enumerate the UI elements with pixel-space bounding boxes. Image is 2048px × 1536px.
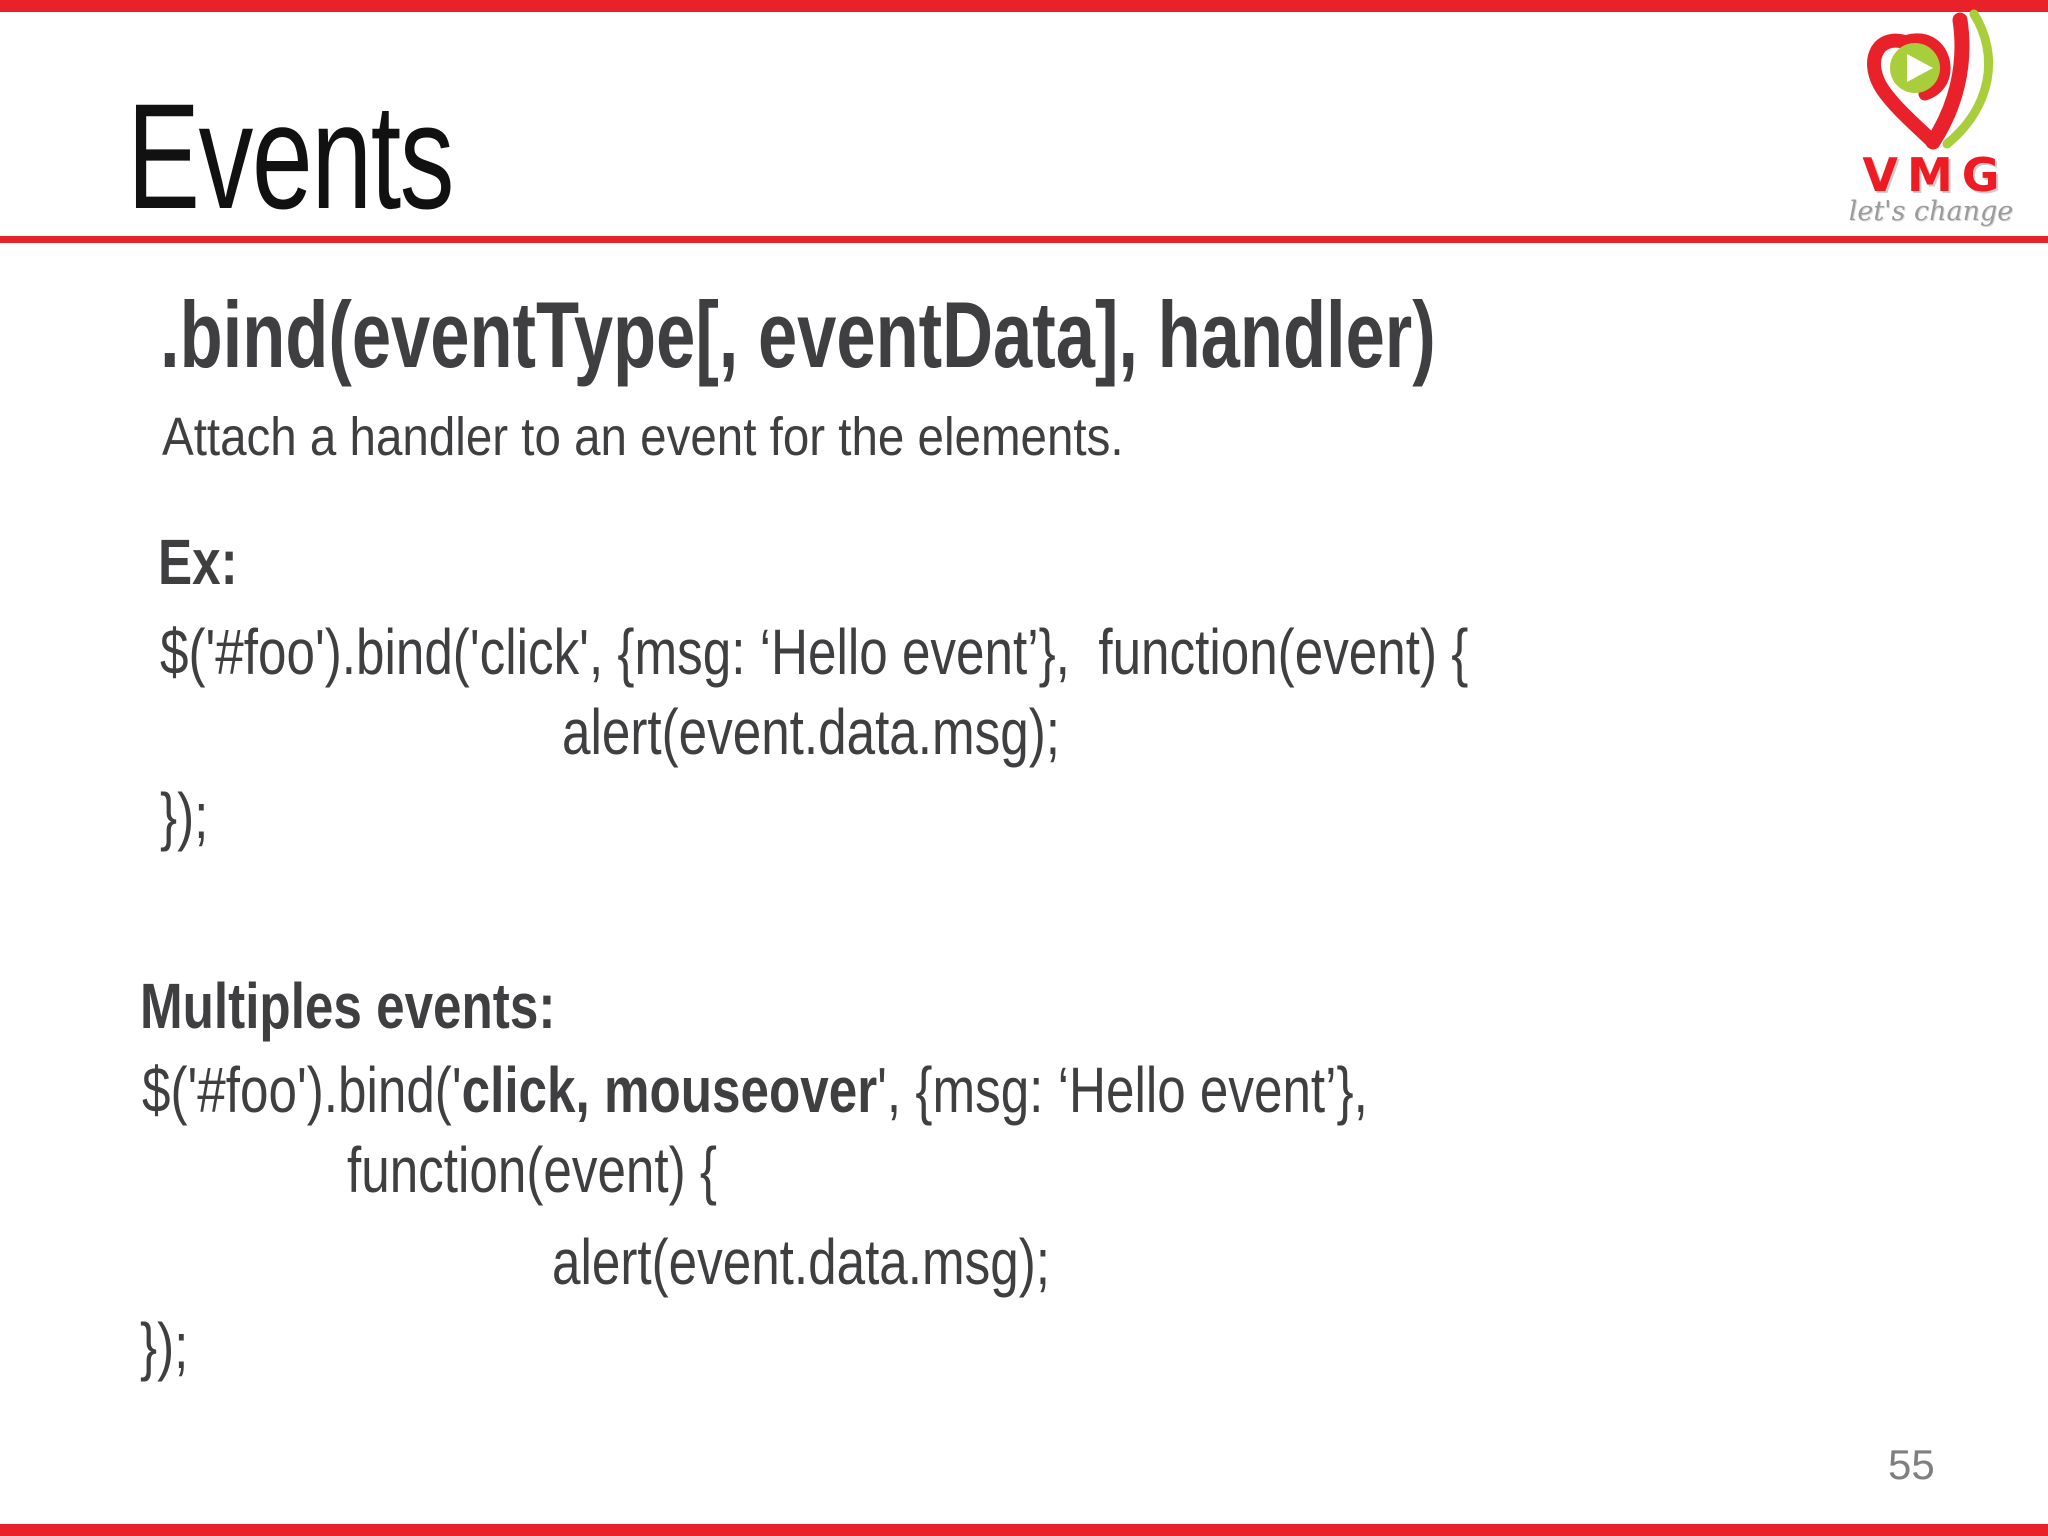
logo-heart-right: [1925, 12, 1970, 150]
logo-tagline: let's change: [1848, 196, 2014, 227]
example2-code-line3: alert(event.data.msg);: [552, 1226, 1050, 1298]
example1-code-line1: $('#foo').bind('click', {msg: ‘Hello eve…: [160, 616, 1469, 688]
example1-code-line2: alert(event.data.msg);: [562, 696, 1060, 768]
page-number: 55: [1888, 1441, 1935, 1488]
slide-title: Events: [127, 72, 454, 240]
bottom-red-bar: [0, 1524, 2048, 1536]
logo-heart-curl: [1898, 33, 1951, 101]
play-icon: [1907, 54, 1933, 82]
example2-code-line4: });: [140, 1310, 189, 1382]
example1-code-line3: });: [160, 780, 209, 852]
example2-label: Multiples events:: [140, 970, 556, 1042]
example2-line1-pre: $('#foo').bind(': [142, 1054, 462, 1126]
title-divider-line: [0, 236, 2048, 243]
vmg-logo: VMG let's change: [1845, 6, 2017, 238]
section-heading: .bind(eventType[, eventData], handler): [160, 282, 1436, 387]
logo-wordmark: VMG: [1862, 148, 2009, 202]
logo-green-swoosh: [1942, 9, 1994, 149]
logo-heart-left: [1867, 33, 1940, 149]
example2-line1-bold-events: click, mouseover: [461, 1054, 878, 1126]
top-red-bar: [0, 0, 2048, 12]
example2-code-line1: $('#foo').bind('click, mouseover', {msg:…: [142, 1058, 1368, 1122]
example1-label: Ex:: [158, 526, 238, 598]
example2-line1-post: ', {msg: ‘Hello event’},: [877, 1054, 1368, 1126]
example2-code-line2: function(event) {: [347, 1134, 717, 1206]
vmg-logo-mark: [1867, 9, 1994, 150]
section-subtitle: Attach a handler to an event for the ele…: [162, 407, 1124, 467]
